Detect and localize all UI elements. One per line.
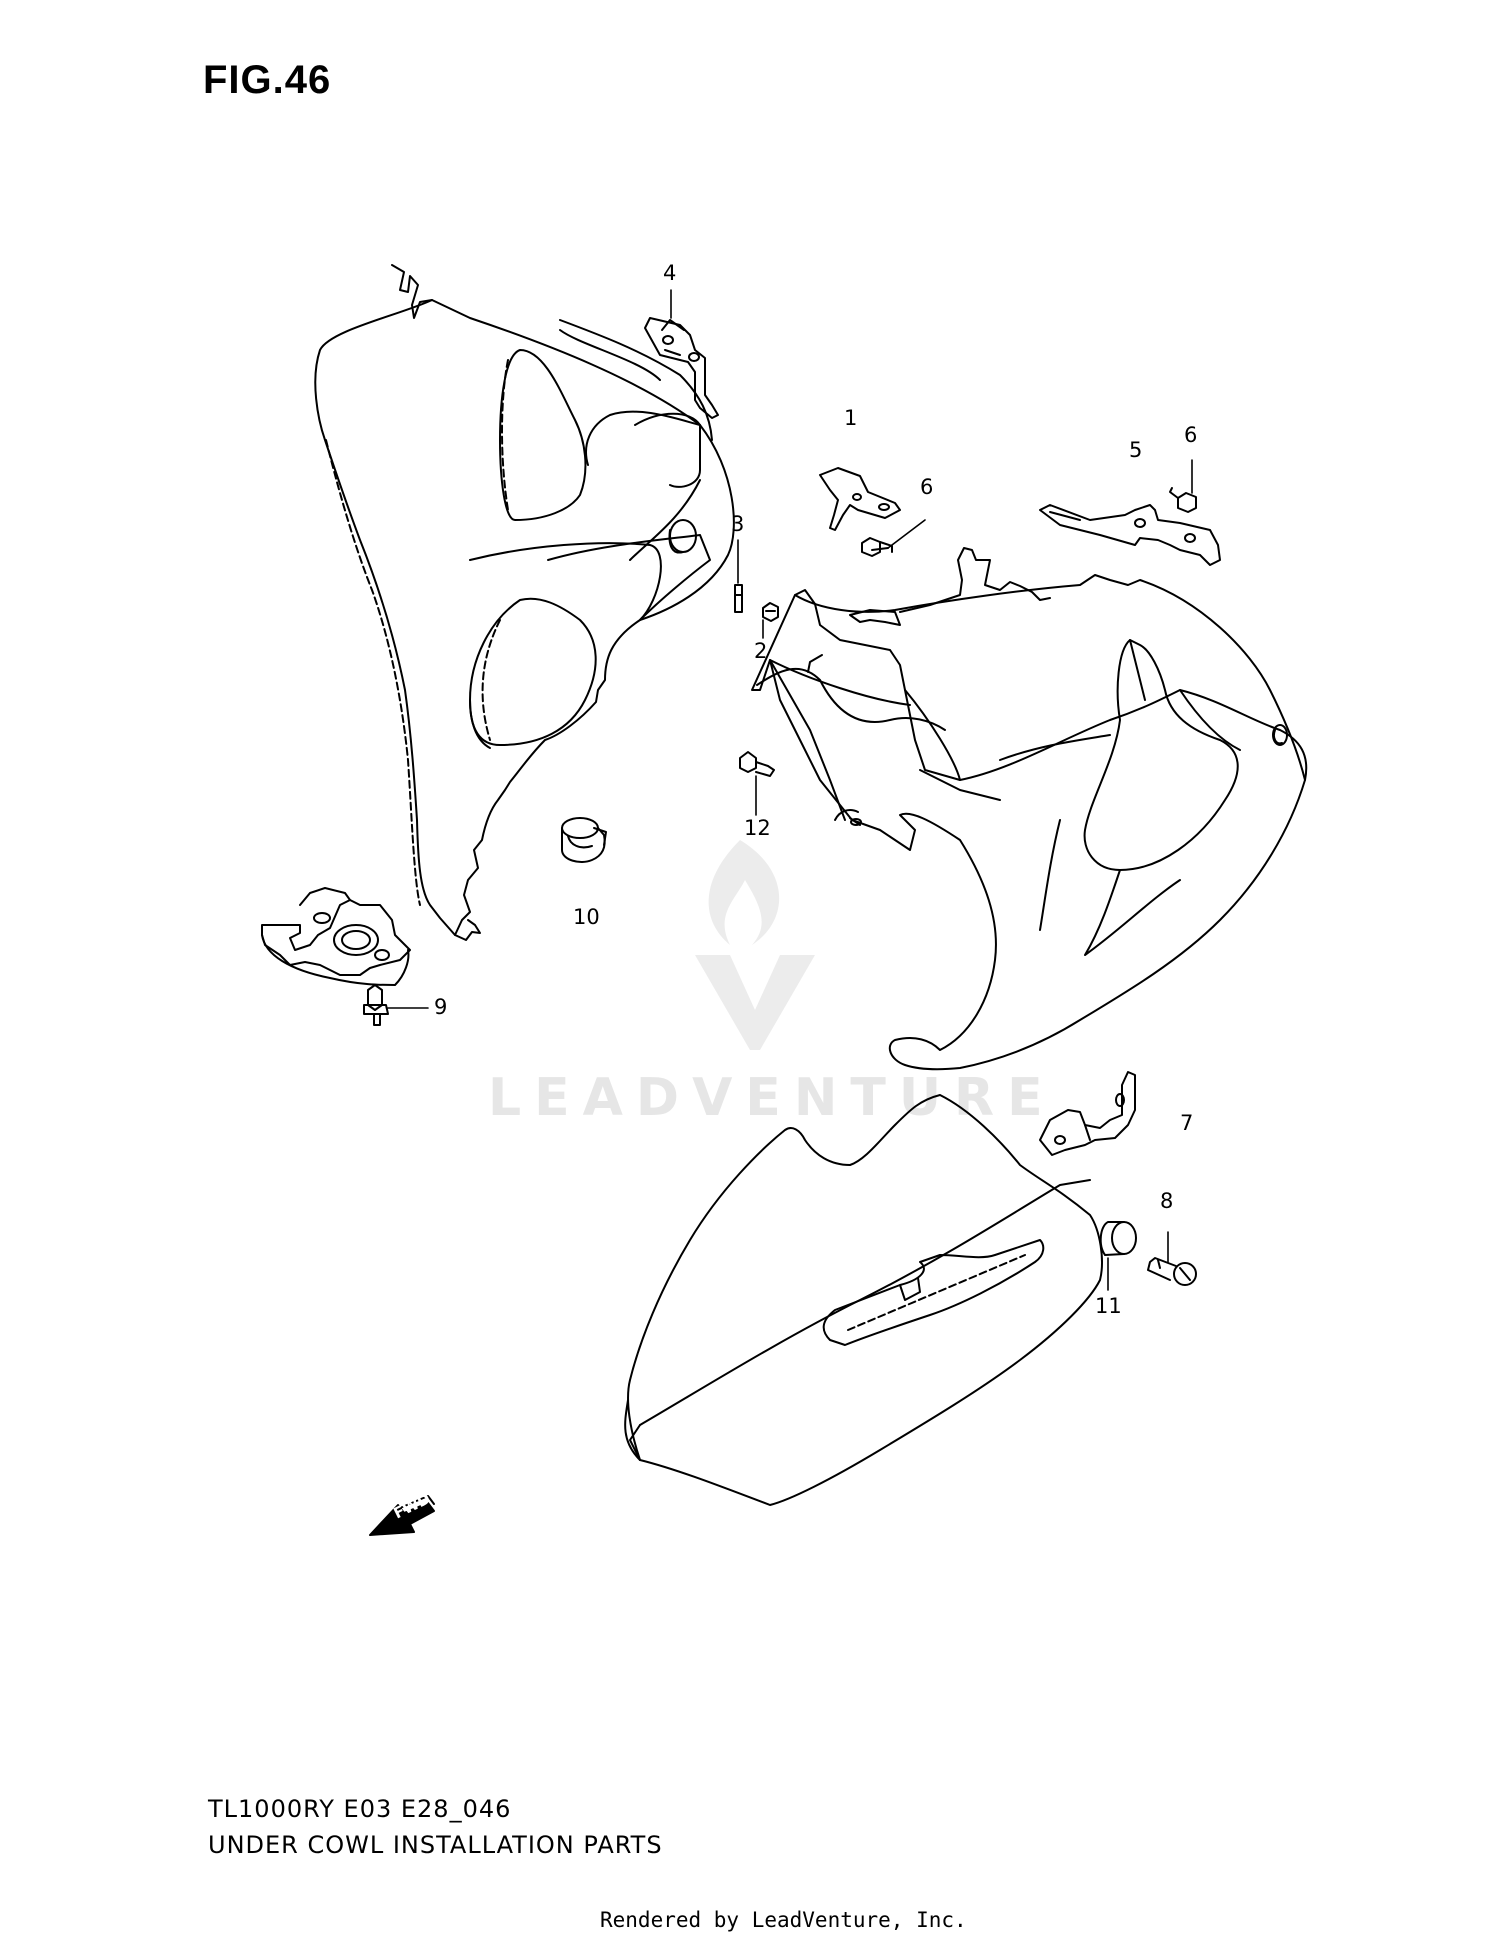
side-cowl-right: [751, 547, 1308, 1071]
callout-5: 5: [1129, 438, 1143, 462]
callout-6-left: 6: [920, 475, 934, 499]
screw-6-left: [861, 519, 926, 557]
callout-4: 4: [663, 261, 677, 285]
bolt-9: [363, 984, 429, 1026]
bracket-7: [1039, 1071, 1136, 1156]
under-cowl-lower: [624, 1094, 1103, 1506]
grommet-10: [561, 817, 607, 863]
grommet-11: [1099, 1221, 1137, 1291]
callout-8: 8: [1160, 1189, 1174, 1213]
footer-model-code: TL1000RY E03 E28_046: [208, 1795, 512, 1823]
callout-2: 2: [754, 639, 768, 663]
screw-8: [1147, 1231, 1197, 1286]
clip-3: [734, 539, 743, 613]
screw-2: [762, 602, 779, 639]
bracket-4: [644, 289, 719, 419]
mount-plate-9: [261, 887, 411, 986]
footer-description: UNDER COWL INSTALLATION PARTS: [208, 1831, 663, 1859]
bracket-1: [819, 467, 901, 531]
callout-9: 9: [434, 995, 448, 1019]
figure-title: FIG.46: [203, 58, 332, 102]
callout-11: 11: [1095, 1294, 1122, 1318]
screw-12: [739, 751, 775, 816]
bracket-5: [1039, 504, 1221, 566]
rendered-by-credit: Rendered by LeadVenture, Inc.: [600, 1908, 967, 1932]
callout-3: 3: [731, 512, 745, 536]
callout-7: 7: [1180, 1111, 1194, 1135]
callout-10: 10: [573, 905, 600, 929]
callout-1: 1: [844, 406, 858, 430]
screw-6-right: [1169, 459, 1197, 513]
callout-6-right: 6: [1184, 423, 1198, 447]
inner-cowl-panel-left: [314, 264, 735, 941]
watermark-text: LEADVENTURE: [488, 1068, 1056, 1128]
callout-12: 12: [744, 816, 771, 840]
